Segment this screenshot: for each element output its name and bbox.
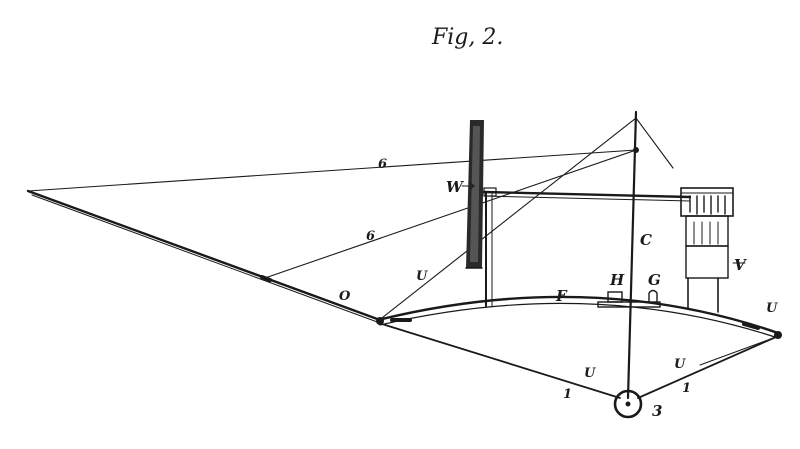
mast-c bbox=[626, 110, 639, 400]
label-c: C bbox=[640, 231, 652, 249]
mast-pole bbox=[626, 110, 638, 400]
beam-top bbox=[482, 190, 692, 199]
label-3: 3 bbox=[652, 402, 662, 420]
arch-left-hinge bbox=[376, 317, 384, 325]
label-v: V bbox=[734, 256, 747, 274]
left-boom bbox=[26, 189, 382, 324]
instrument-g bbox=[648, 289, 658, 303]
instrument-plate bbox=[597, 301, 661, 308]
arrow-w-head bbox=[469, 182, 475, 190]
figure-title: Fig, 2. bbox=[431, 25, 503, 50]
strut-right bbox=[637, 336, 777, 399]
label-u-far-right: U bbox=[766, 301, 778, 316]
strut-right-inner bbox=[699, 336, 777, 366]
box-v bbox=[680, 187, 734, 313]
label-1-right: 1 bbox=[682, 381, 691, 396]
wire-6-mid bbox=[264, 149, 637, 279]
arch-upper bbox=[376, 295, 780, 335]
v-box bbox=[685, 245, 729, 279]
frame-w-v bbox=[482, 187, 692, 307]
pivot-wheel bbox=[613, 389, 643, 419]
wire-u-diagonal bbox=[377, 117, 637, 322]
mast-pulley bbox=[633, 147, 639, 153]
boom-joint bbox=[260, 275, 272, 282]
label-o: O bbox=[339, 289, 351, 304]
label-h: H bbox=[609, 271, 625, 289]
label-u-left: U bbox=[416, 269, 428, 284]
label-u-right: U bbox=[674, 357, 686, 372]
pivot-3 bbox=[613, 389, 643, 419]
v-mid-bars bbox=[693, 221, 719, 245]
lower-struts bbox=[381, 323, 777, 399]
v-mid bbox=[685, 215, 729, 247]
wire-6-top bbox=[27, 149, 637, 192]
instruments-h-g bbox=[597, 289, 661, 308]
instrument-h bbox=[607, 291, 623, 303]
vane-shade bbox=[470, 126, 480, 262]
label-wire-6-mid: 6 bbox=[366, 229, 375, 244]
v-crown-bars bbox=[689, 195, 726, 215]
label-wire-6-top: 6 bbox=[378, 157, 387, 172]
rigging-lines bbox=[27, 117, 674, 322]
vane-w bbox=[465, 120, 484, 269]
boom-outer bbox=[26, 189, 382, 322]
curved-arch-f bbox=[376, 295, 782, 339]
label-f: F bbox=[555, 287, 568, 305]
pivot-hub bbox=[625, 401, 631, 407]
wire-mast-right bbox=[635, 117, 674, 169]
label-1-left: 1 bbox=[563, 387, 572, 402]
label-w: W bbox=[446, 178, 465, 196]
label-u-bottom: U bbox=[584, 366, 596, 381]
arch-joint-right bbox=[742, 322, 760, 330]
arch-lower bbox=[379, 302, 779, 339]
label-g: G bbox=[648, 271, 661, 289]
beam-bottom bbox=[483, 195, 691, 202]
arrows bbox=[461, 182, 746, 264]
boom-inner bbox=[31, 194, 381, 324]
figure-labels: 6 6 W C V H G F U O U U U 1 1 3 bbox=[339, 157, 778, 420]
strut-left bbox=[381, 323, 621, 399]
